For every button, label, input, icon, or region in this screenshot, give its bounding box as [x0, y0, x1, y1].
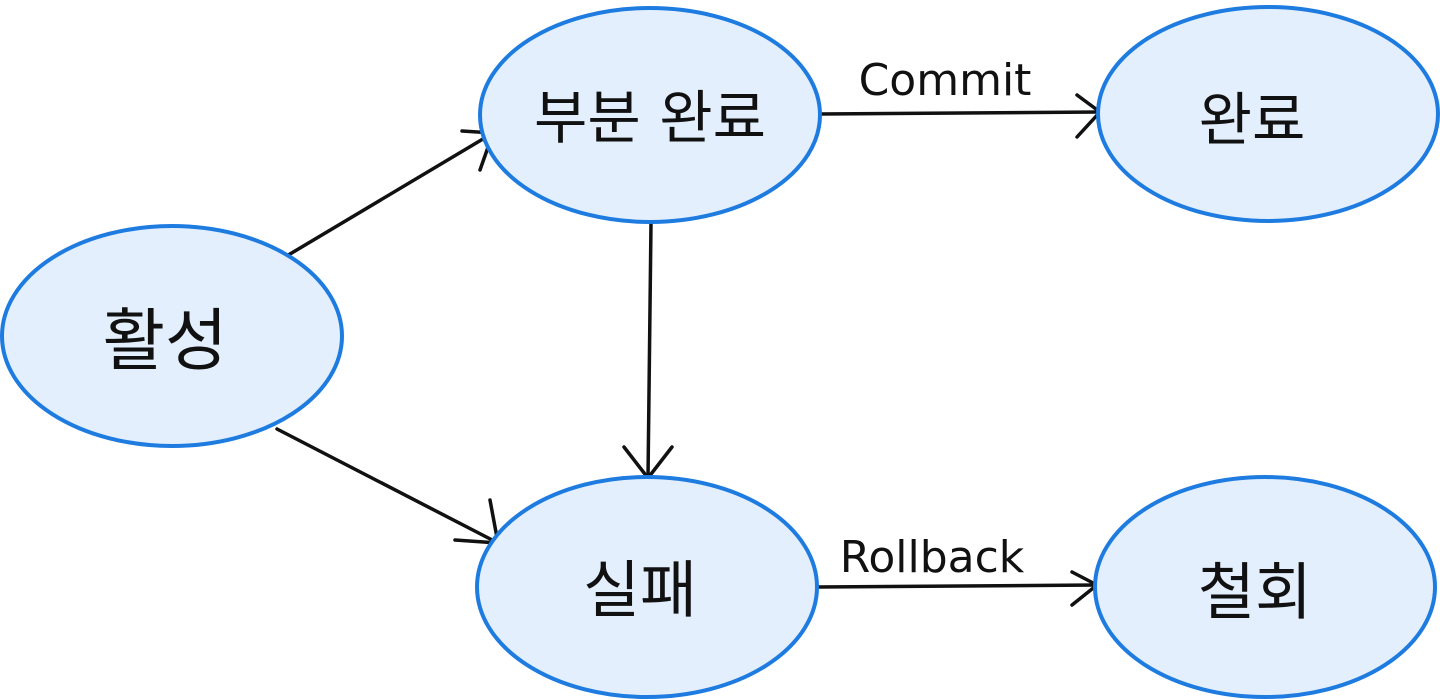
commit-label: Commit [859, 55, 1032, 106]
edge-active-to-failed [275, 427, 500, 545]
rollback-label: Rollback [840, 532, 1025, 583]
state-aborted: 철회 [1093, 475, 1437, 699]
state-committed-label: 완료 [1199, 86, 1306, 154]
edge-line [818, 110, 1102, 116]
edge-partially-committed-to-failed [622, 221, 674, 480]
edge-active-to-partially-committed [283, 129, 495, 259]
edge-commit: Commit [818, 55, 1102, 139]
state-aborted-label: 철회 [1198, 556, 1312, 629]
state-partially-committed-label: 부분 완료 [534, 84, 766, 152]
state-failed: 실패 [475, 475, 819, 699]
edge-line [283, 131, 495, 259]
edge-line [816, 583, 1099, 589]
state-partially-committed: 부분 완료 [478, 6, 822, 224]
edge-line [275, 427, 500, 545]
arrowhead [453, 498, 500, 545]
state-failed-label: 실패 [583, 554, 697, 627]
state-committed: 완료 [1096, 5, 1440, 223]
state-active: 활성 [0, 224, 344, 448]
edge-rollback: Rollback [816, 532, 1099, 607]
edge-line [646, 221, 653, 480]
state-active-label: 활성 [102, 303, 227, 382]
